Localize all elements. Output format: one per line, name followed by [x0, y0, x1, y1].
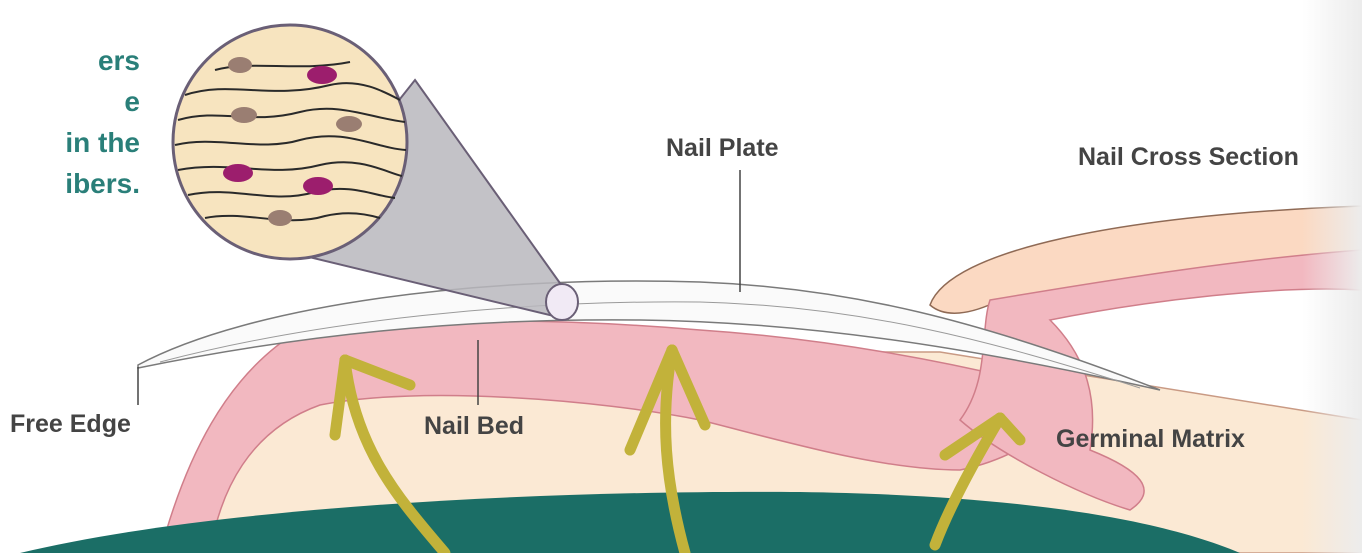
intro-line-4: ibers. — [0, 163, 140, 204]
nail-plate-label: Nail Plate — [666, 134, 779, 163]
germinal-matrix-label: Germinal Matrix — [1056, 425, 1245, 454]
free-edge-label: Free Edge — [10, 410, 131, 439]
intro-line-1: ers — [0, 40, 140, 81]
magnifier-focus-ring — [546, 284, 578, 320]
nail-bed-label: Nail Bed — [424, 412, 524, 441]
intro-text: ers e in the ibers. — [0, 40, 140, 204]
right-edge-fade — [1302, 0, 1362, 553]
intro-line-2: e — [0, 81, 140, 122]
nail-cross-section-label: Nail Cross Section — [1078, 143, 1299, 172]
intro-line-3: in the — [0, 122, 140, 163]
